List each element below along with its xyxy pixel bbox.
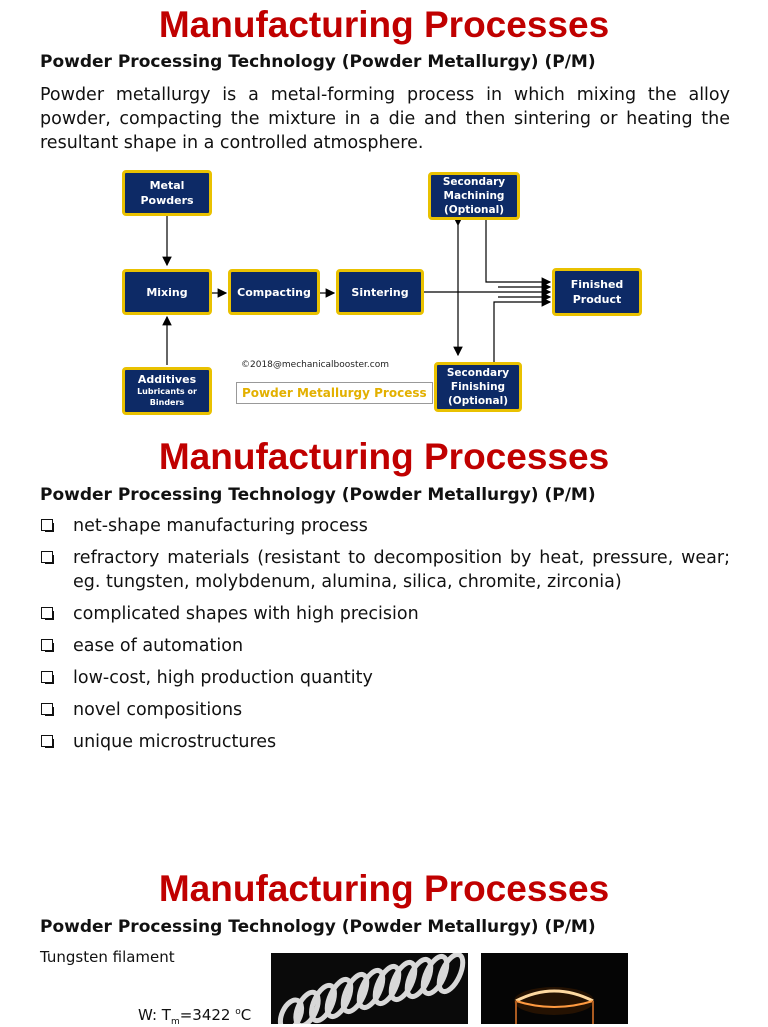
arrow-machining-finished: [485, 220, 552, 287]
slide1-title: Manufacturing Processes: [158, 4, 610, 45]
list-item: novel compositions: [40, 698, 730, 722]
glowing-filament-image: [481, 953, 628, 1024]
diagram-copyright: ©2018@mechanicalbooster.com: [241, 360, 389, 370]
list-item: net-shape manufacturing process: [40, 514, 730, 538]
slide2-subtitle: Powder Processing Technology (Powder Met…: [40, 485, 596, 505]
secondary-machining-node: Secondary Machining (Optional): [428, 172, 520, 220]
slide3-subtitle: Powder Processing Technology (Powder Met…: [40, 917, 596, 937]
coil-graphic: [271, 953, 468, 1024]
additives-node: Additives Lubricants or Binders: [122, 367, 212, 415]
pm-process-diagram: Metal Powders Mixing Compacting Sinterin…: [118, 165, 648, 417]
pm-advantages-list: net-shape manufacturing process refracto…: [40, 514, 730, 762]
compacting-node: Compacting: [228, 269, 320, 315]
arrow-finishing-finished: [493, 297, 552, 365]
checkbox-bullet-icon: [41, 671, 54, 684]
diagram-caption: Powder Metallurgy Process: [236, 382, 433, 404]
metal-powders-node: Metal Powders: [122, 170, 212, 216]
filament-coil-image: [271, 953, 468, 1024]
melting-point-label: W: Tm=3422 oC: [138, 1006, 252, 1027]
checkbox-bullet-icon: [41, 703, 54, 716]
secondary-finishing-node: Secondary Finishing (Optional): [434, 362, 522, 412]
mixing-node: Mixing: [122, 269, 212, 315]
checkbox-bullet-icon: [41, 639, 54, 652]
checkbox-bullet-icon: [41, 735, 54, 748]
finished-product-node: Finished Product: [552, 268, 642, 316]
list-item: low-cost, high production quantity: [40, 666, 730, 690]
slide2-title: Manufacturing Processes: [158, 436, 610, 477]
slide1-paragraph: Powder metallurgy is a metal-forming pro…: [40, 83, 730, 155]
sintering-node: Sintering: [336, 269, 424, 315]
slide3-title: Manufacturing Processes: [158, 868, 610, 909]
tungsten-filament-label: Tungsten filament: [40, 948, 175, 966]
pm-definition-text: Powder metallurgy is a metal-forming pro…: [40, 85, 730, 153]
slide1-subtitle: Powder Processing Technology (Powder Met…: [40, 52, 596, 72]
checkbox-bullet-icon: [41, 607, 54, 620]
checkbox-bullet-icon: [41, 551, 54, 564]
list-item: unique microstructures: [40, 730, 730, 754]
list-item: complicated shapes with high precision: [40, 602, 730, 626]
diagram-arrows: [162, 215, 552, 365]
checkbox-bullet-icon: [41, 519, 54, 532]
list-item: ease of automation: [40, 634, 730, 658]
glow-graphic: [481, 953, 628, 1024]
list-item: refractory materials (resistant to decom…: [40, 546, 730, 594]
